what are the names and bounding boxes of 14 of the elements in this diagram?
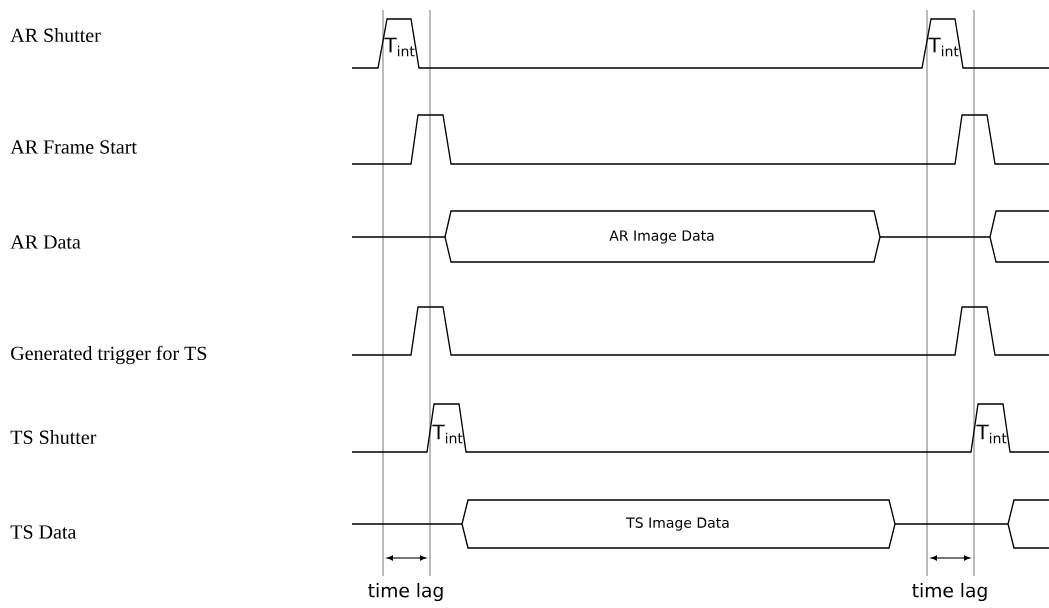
duration-label: T$_{int}$ — [384, 37, 415, 57]
duration-label: T$_{int}$ — [976, 424, 1007, 444]
signal-name: TS Data — [10, 525, 77, 539]
signal-name: AR Shutter — [10, 28, 101, 43]
signal-name: TS Shutter — [10, 430, 97, 445]
dimension-label: time lag — [912, 583, 987, 602]
signal-name: AR Data — [10, 235, 81, 249]
duration-label: T$_{int}$ — [432, 424, 463, 444]
dimension-label: time lag — [368, 583, 443, 602]
bus-segment: TS Image Data — [461, 499, 896, 549]
signal-name: Generated trigger for TS — [11, 345, 207, 365]
signal-name: AR Frame Start — [10, 140, 137, 154]
bus-segment: AR Image Data — [444, 210, 881, 263]
duration-label: T$_{int}$ — [928, 37, 959, 57]
